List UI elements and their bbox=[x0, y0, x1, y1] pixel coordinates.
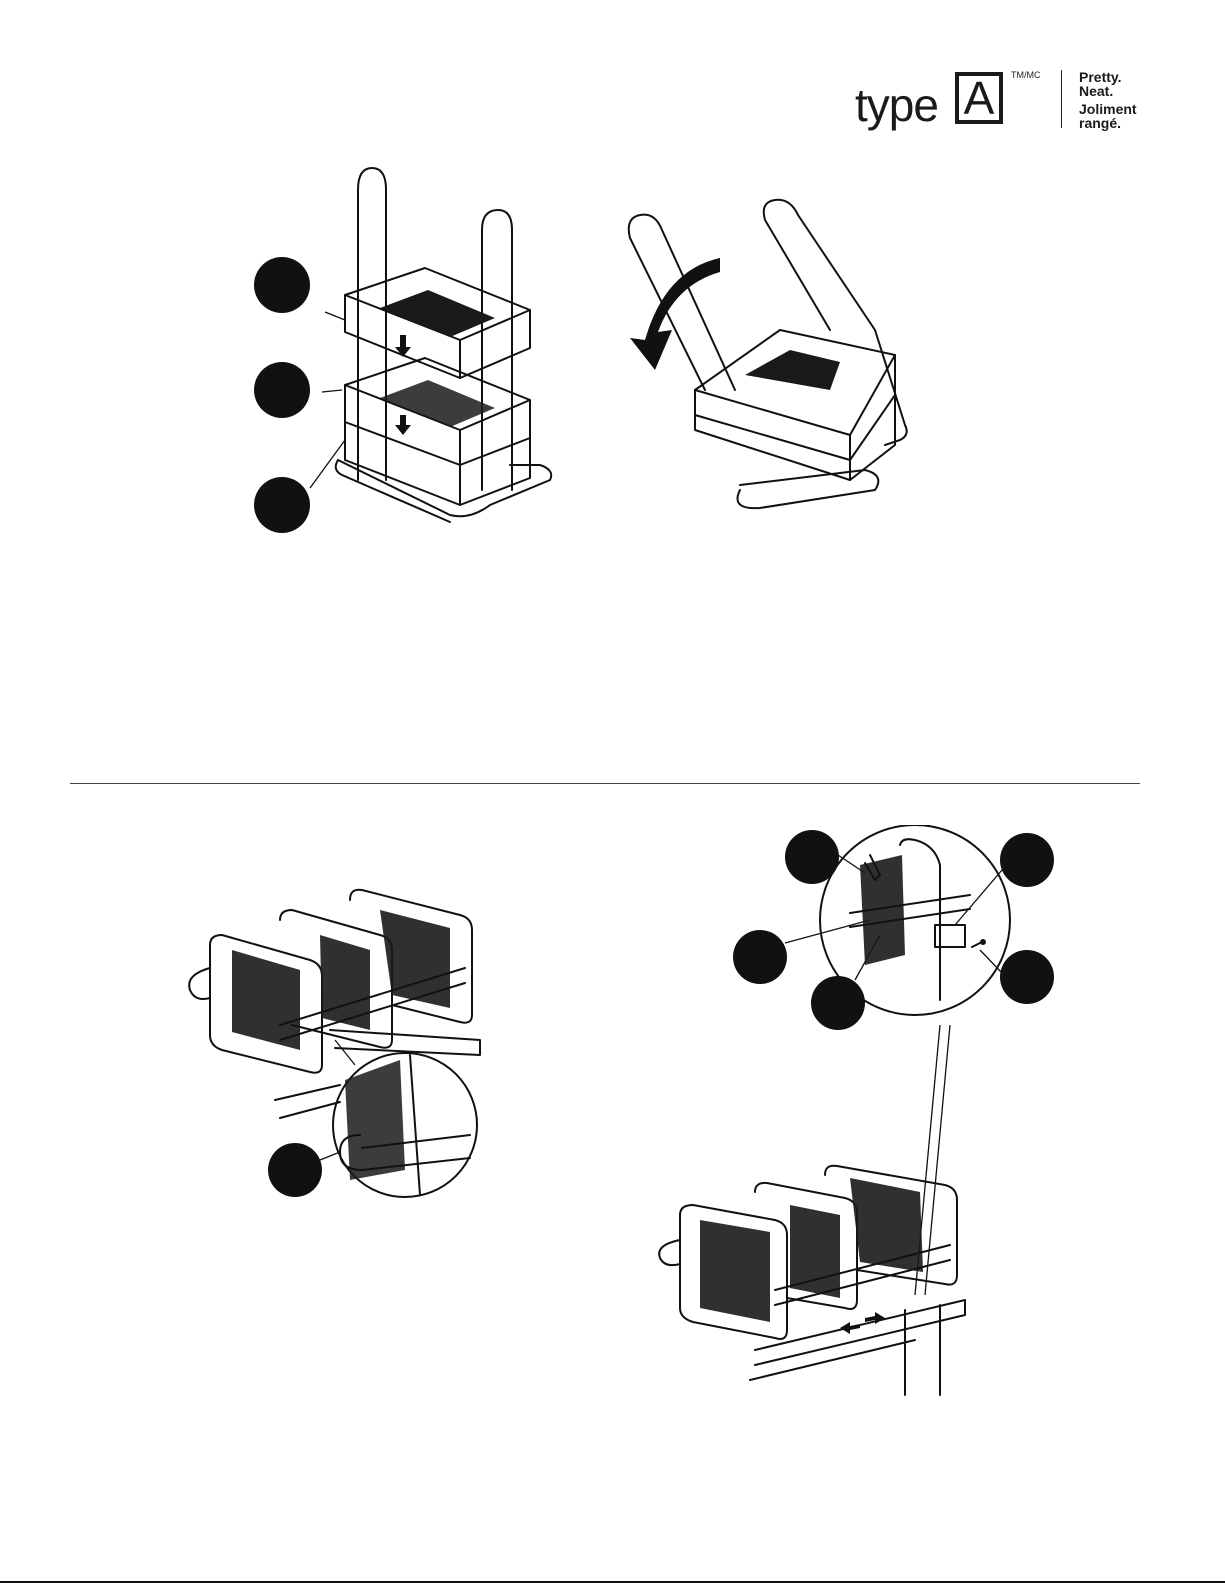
section-divider bbox=[70, 783, 1140, 784]
cart-tilt-illustration bbox=[610, 190, 950, 520]
brand-tagline-en: Pretty. Neat. bbox=[1079, 70, 1122, 98]
callout-bracket bbox=[1000, 833, 1054, 887]
brand-logo: type A TM/MC Pretty. Neat. Joliment rang… bbox=[855, 64, 1155, 134]
callout-washer bbox=[811, 976, 865, 1030]
page-bottom-rule bbox=[0, 1581, 1225, 1583]
callout-screw-right bbox=[1000, 950, 1054, 1004]
callout-tool bbox=[785, 830, 839, 884]
callout-handle bbox=[268, 1143, 322, 1197]
basket-stack-illustration bbox=[250, 160, 570, 540]
screw-detail-illustration bbox=[730, 825, 1060, 1035]
handle-attach-illustration bbox=[180, 880, 500, 1210]
organizer-shelf-illustration bbox=[655, 1150, 975, 1400]
callout-basket-top bbox=[254, 257, 310, 313]
callout-basket-middle bbox=[254, 362, 310, 418]
callout-screw-left bbox=[733, 930, 787, 984]
brand-wordmark: type bbox=[855, 78, 938, 132]
brand-separator bbox=[1061, 70, 1062, 128]
down-arrow-icon bbox=[395, 415, 411, 435]
callout-basket-bottom bbox=[254, 477, 310, 533]
slide-arrow-icon bbox=[840, 1322, 860, 1334]
brand-tagline-fr: Joliment rangé. bbox=[1079, 102, 1137, 130]
rotate-arrow-icon bbox=[630, 258, 720, 370]
brand-trademark: TM/MC bbox=[1011, 70, 1041, 80]
brand-letter: A bbox=[955, 74, 1003, 122]
